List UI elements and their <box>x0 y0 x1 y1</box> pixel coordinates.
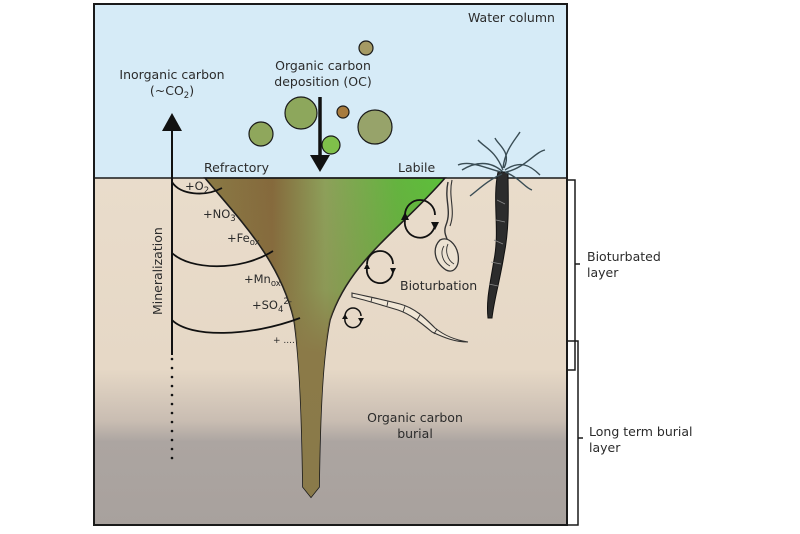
inorganic-carbon-line2: (~CO2) <box>149 83 195 101</box>
burial-line2: layer <box>589 440 621 455</box>
particle-small-brown-top <box>358 40 374 56</box>
burial-layer-label: Long term burial layer <box>589 424 693 456</box>
particle-small-brown <box>336 105 350 119</box>
oc-deposition-label: Organic carbon deposition (OC) <box>268 58 378 90</box>
particle-medium-green <box>248 121 274 147</box>
oxidant-so4: +SO42- <box>252 297 292 315</box>
burial-layer-bracket <box>567 340 583 526</box>
oc-burial-line1: Organic carbon <box>367 410 463 425</box>
mineralization-label: Mineralization <box>150 227 165 315</box>
bioturbation-cycle-large <box>401 199 439 239</box>
redox-arc-so4 <box>171 317 301 334</box>
mineralization-dot <box>170 438 174 442</box>
mineralization-dot <box>170 357 174 361</box>
mineralization-dot <box>170 375 174 379</box>
diagram-frame <box>93 3 568 526</box>
particle-bright-green <box>321 135 341 155</box>
oc-deposition-line1: Organic carbon <box>275 58 371 73</box>
redox-arc-o2 <box>171 181 223 195</box>
bioturbation-cycle-medium <box>364 250 396 285</box>
mineralization-arrow-head <box>162 113 182 131</box>
mineralization-dot <box>170 420 174 424</box>
oc-deposition-line2: deposition (OC) <box>274 74 372 89</box>
oxidant-mn: +Mnox <box>244 272 281 289</box>
segmented-worm-organism <box>351 292 469 343</box>
particle-large-olive <box>357 109 393 145</box>
mineralization-dot <box>170 411 174 415</box>
mineralization-dot <box>170 384 174 388</box>
mineralization-dot <box>170 447 174 451</box>
oc-burial-label: Organic carbon burial <box>360 410 470 442</box>
deposition-arrow-head <box>310 155 330 172</box>
burrowing-worm-organism <box>457 131 546 319</box>
particle-large-green <box>284 96 318 130</box>
inorganic-carbon-label: Inorganic carbon (~CO2) <box>106 67 238 104</box>
mineralization-dot <box>170 393 174 397</box>
bioturbation-cycle-small <box>342 307 364 329</box>
oxidant-fe: +Feox <box>227 231 260 248</box>
burial-line1: Long term burial <box>589 424 693 439</box>
oxidant-no3: +NO3 <box>203 207 236 224</box>
mineralization-dotted-line <box>170 357 174 460</box>
bioturbated-line2: layer <box>587 265 619 280</box>
inorganic-carbon-line1: Inorganic carbon <box>119 67 225 82</box>
bioturbated-layer-label: Bioturbated layer <box>587 249 661 281</box>
mineralization-dot <box>170 456 174 460</box>
labile-label: Labile <box>398 160 436 175</box>
mineralization-dot <box>170 366 174 370</box>
refractory-label: Refractory <box>204 160 269 175</box>
oc-burial-line2: burial <box>397 426 433 441</box>
redox-arc-fe <box>171 250 274 268</box>
bioturbation-label: Bioturbation <box>400 278 478 293</box>
mineralization-dot <box>170 429 174 433</box>
bioturbated-line1: Bioturbated <box>587 249 661 264</box>
oxidant-o2: +O2 <box>185 179 210 196</box>
bivalve-organism <box>434 179 460 272</box>
funnel-stem-shade <box>205 178 445 497</box>
mineralization-dot <box>170 402 174 406</box>
oxidant-more: + .... <box>273 336 295 346</box>
bioturbated-layer-bracket <box>567 179 580 371</box>
water-column-label: Water column <box>468 10 555 25</box>
